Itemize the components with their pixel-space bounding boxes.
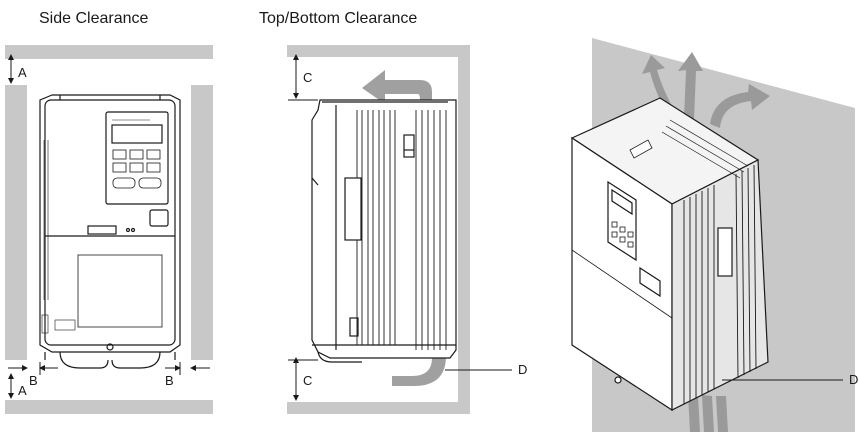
label-b-left: B (29, 373, 38, 388)
top-wall (5, 45, 213, 59)
label-c-top: C (303, 70, 312, 85)
label-a-top: A (18, 65, 27, 80)
label-b-right: B (165, 373, 174, 388)
airflow-top-arrow (362, 70, 432, 104)
top-bottom-clearance-view: C C D (287, 45, 527, 414)
left-wall (5, 85, 27, 360)
right-wall (191, 85, 213, 360)
label-c-bottom: C (303, 373, 312, 388)
label-d-right: D (849, 372, 858, 387)
drive-front-view (40, 95, 180, 368)
drive-side-view (312, 100, 456, 362)
airflow-iso-bottom (688, 395, 728, 432)
isometric-view: D (572, 38, 858, 432)
side-clearance-view: A A B B (5, 45, 213, 414)
label-d-middle: D (518, 362, 527, 377)
bottom-wall (5, 400, 213, 414)
label-a-bottom: A (18, 383, 27, 398)
